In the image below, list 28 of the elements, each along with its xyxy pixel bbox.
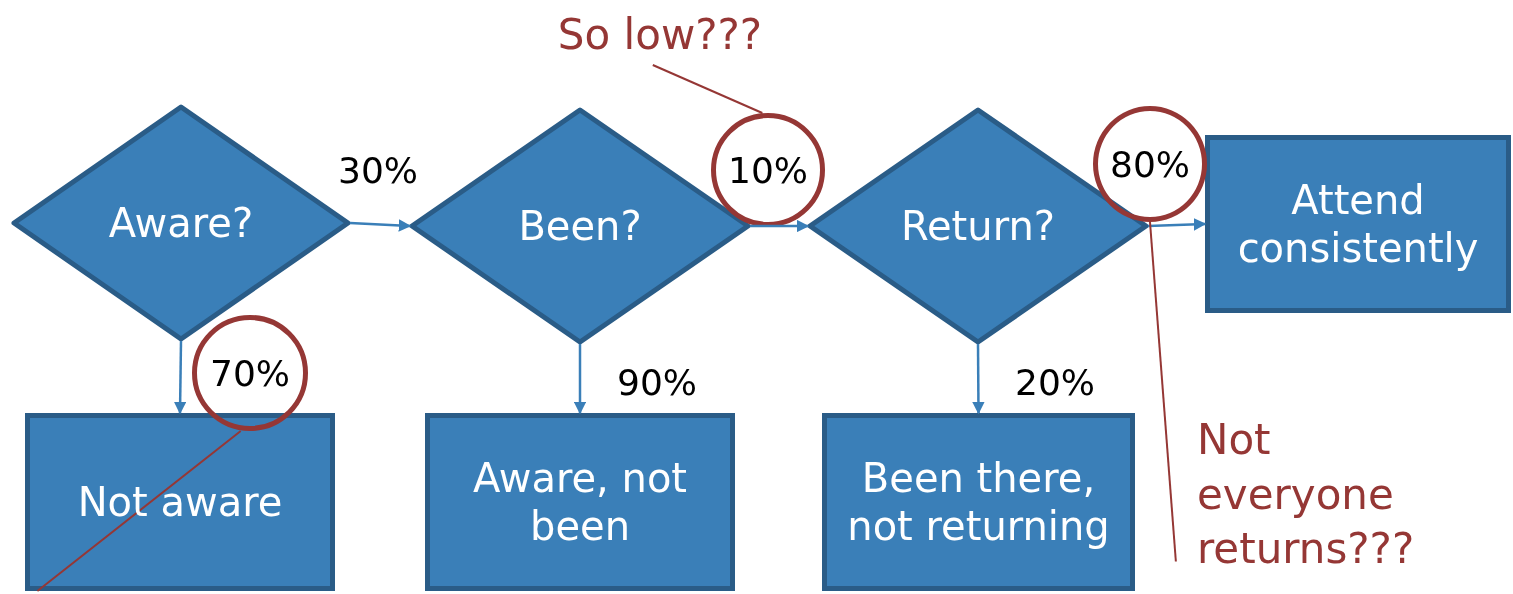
annotation-text: Not everyone returns??? (1197, 414, 1416, 576)
leader-line (36, 430, 242, 592)
percentage: 80% (1110, 143, 1190, 185)
node-label: Not aware (76, 478, 284, 526)
leader-line (1149, 221, 1177, 563)
outcome-box (425, 413, 735, 591)
node-label: Been? (517, 202, 643, 250)
node-label: Aware, not been (471, 454, 689, 550)
node-label: Attend consistently (1236, 176, 1480, 272)
arrow (573, 344, 587, 415)
node-label: Aware? (107, 199, 255, 247)
highlight-circle (192, 315, 308, 431)
annotation-text: So low??? (557, 8, 763, 61)
node-label: Been there, not returning (846, 454, 1111, 550)
node-label: Return? (900, 202, 1056, 250)
arrow (750, 219, 810, 233)
percentage: 10% (728, 149, 808, 191)
highlight-circle (1093, 106, 1207, 222)
outcome-box (1205, 135, 1511, 313)
arrow (972, 344, 985, 415)
arrow (1147, 218, 1207, 231)
percentage: 70% (210, 352, 290, 394)
highlight-circle (711, 113, 825, 227)
outcome-box (25, 413, 335, 591)
arrow (173, 341, 187, 415)
outcome-box (822, 413, 1135, 591)
arrow (349, 219, 412, 232)
leader-line (651, 64, 764, 114)
